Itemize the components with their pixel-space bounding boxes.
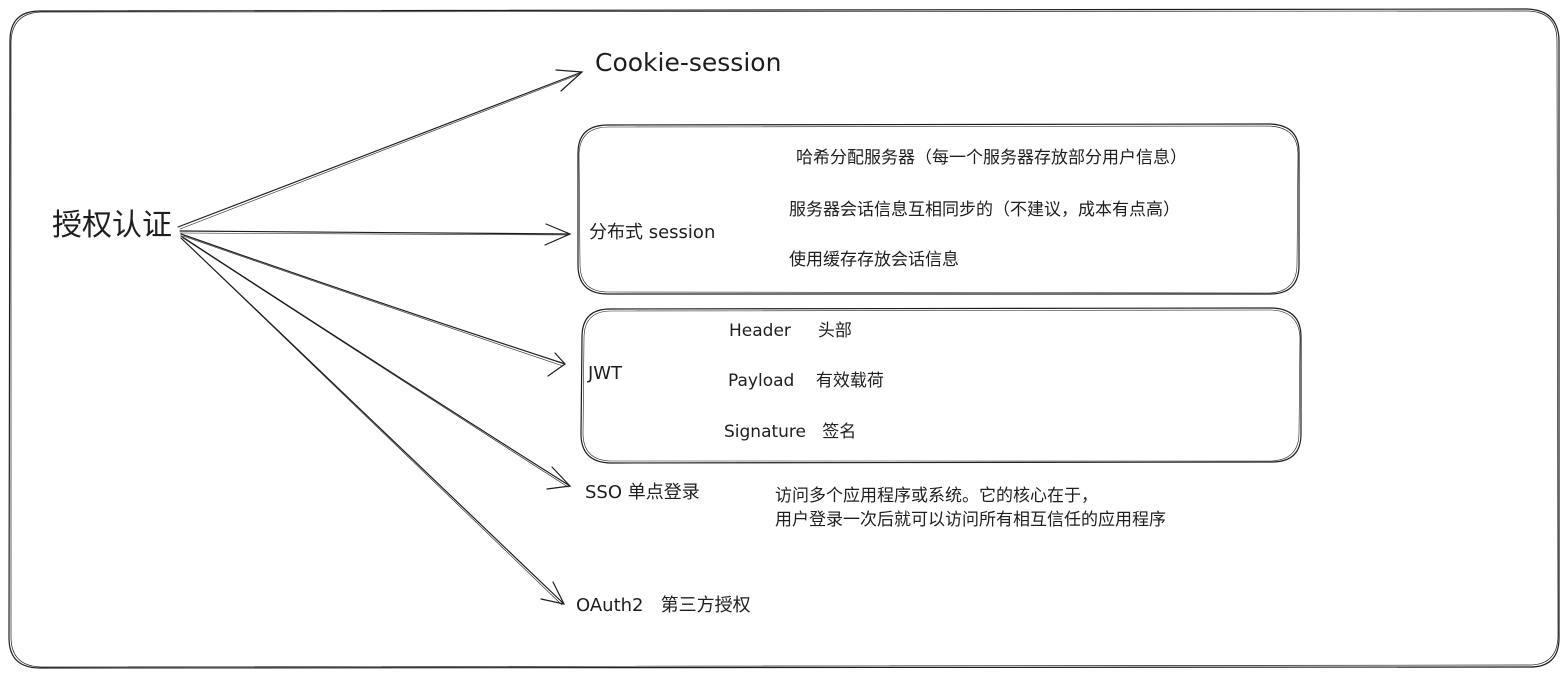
arrow-jwt [180,233,566,365]
distributed-detail-1: 哈希分配服务器（每一个服务器存放部分用户信息） [796,148,1187,168]
jwt-box [580,307,1302,464]
branch-distributed-session: 分布式 session [589,222,716,243]
arrow-cookie [177,71,583,228]
arrow-oauth [180,237,565,605]
root-label: 授权认证 [52,208,172,243]
distributed-detail-3: 使用缓存存放会话信息 [789,250,959,270]
sso-detail-2: 用户登录一次后就可以访问所有相互信任的应用程序 [775,510,1166,530]
jwt-payload: Payload 有效载荷 [728,371,884,391]
jwt-signature: Signature 签名 [724,422,857,442]
arrow-distributed [179,230,571,235]
branch-jwt: JWT [588,363,623,384]
branch-cookie-session: Cookie-session [595,48,782,77]
jwt-header: Header 头部 [729,321,852,341]
sso-detail-1: 访问多个应用程序或系统。它的核心在于， [775,486,1098,506]
distributed-detail-2: 服务器会话信息互相同步的（不建议，成本有点高） [789,200,1180,220]
connector-arrows [177,69,584,606]
outer-frame [8,8,1560,669]
branch-sso: SSO 单点登录 [585,482,700,503]
arrow-sso [180,235,571,487]
branch-oauth2: OAuth2 第三方授权 [576,595,751,616]
distributed-session-box [577,123,1300,295]
